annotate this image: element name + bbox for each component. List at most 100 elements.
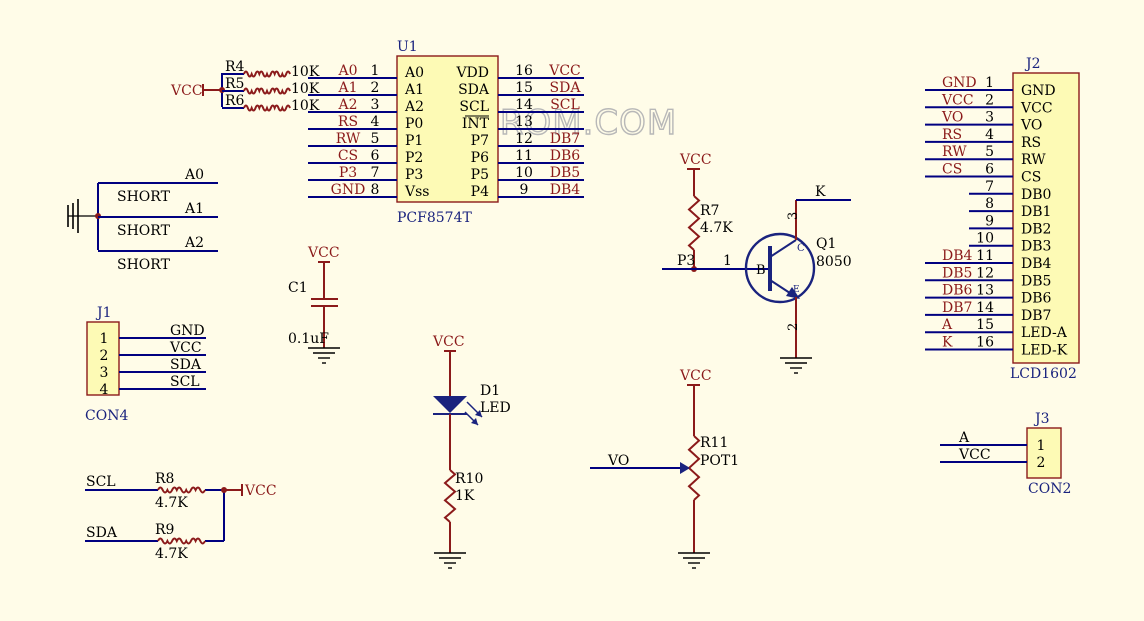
pullup-value: 4.7K bbox=[155, 546, 188, 562]
addr-resistor bbox=[243, 70, 291, 78]
j2-pin-name: LED-K bbox=[1021, 343, 1068, 359]
j2-pin-name: DB6 bbox=[1021, 291, 1052, 307]
c1-vcc-label: VCC bbox=[307, 245, 340, 261]
u1-right-pin-number: 16 bbox=[515, 63, 533, 79]
j2-net: GND bbox=[942, 75, 977, 91]
j3-net: A bbox=[958, 430, 970, 446]
j2-net: DB7 bbox=[942, 300, 972, 316]
j2-pin-number: 8 bbox=[985, 196, 994, 212]
addr-resistor-ref: R4 bbox=[225, 59, 245, 75]
j1-part: CON4 bbox=[85, 408, 128, 424]
j2-body bbox=[1012, 72, 1080, 364]
j2-net: DB6 bbox=[942, 283, 973, 299]
j2-pin-number: 1 bbox=[985, 75, 994, 91]
j2-pin-number: 15 bbox=[976, 317, 994, 333]
q1-transistor-icon bbox=[744, 232, 816, 304]
d1-ref: D1 bbox=[480, 383, 500, 399]
r10-ref: R10 bbox=[455, 471, 483, 487]
j2-part: LCD1602 bbox=[1010, 366, 1077, 382]
pot-net: VO bbox=[607, 453, 629, 469]
j2-net: DB5 bbox=[942, 265, 972, 281]
short-label: SHORT bbox=[117, 189, 171, 205]
j2-pin-name: DB0 bbox=[1021, 187, 1051, 203]
d1-led-branch: VCC D1 LED R10 1K bbox=[432, 334, 511, 569]
u1-left-pin-number: 6 bbox=[371, 148, 380, 164]
u1-left-pin-number: 1 bbox=[371, 63, 380, 79]
u1-left-net: A1 bbox=[337, 80, 357, 96]
u1-right-pin-number: 15 bbox=[515, 80, 533, 96]
j2-pin-number: 14 bbox=[976, 300, 994, 316]
j2-ref: J2 bbox=[1024, 56, 1041, 72]
j3-pin-number: 1 bbox=[1037, 438, 1046, 454]
u1-right-pin-number: 10 bbox=[515, 165, 533, 181]
r10-value: 1K bbox=[455, 488, 475, 504]
j2-pin-number: 7 bbox=[985, 179, 994, 195]
addr-resistor-ref: R5 bbox=[225, 76, 244, 92]
c1-value: 0.1uF bbox=[288, 331, 329, 347]
led-icon bbox=[433, 396, 467, 413]
q1-col-pin: 3 bbox=[786, 212, 801, 220]
q1-input-net: P3 bbox=[677, 253, 695, 269]
u1-right-pin-number: 13 bbox=[515, 114, 533, 130]
u1-right-pin-number: 12 bbox=[515, 131, 533, 147]
u1-left-pin-name: P1 bbox=[405, 133, 423, 149]
j2-pin-number: 12 bbox=[976, 265, 994, 281]
u1-left-pin-number: 7 bbox=[371, 165, 380, 181]
r11-resistor bbox=[687, 435, 701, 501]
pullup-value: 4.7K bbox=[155, 495, 188, 511]
q1-vcc-label: VCC bbox=[679, 152, 712, 168]
j3-ref: J3 bbox=[1033, 411, 1050, 427]
j2-pin-name: DB4 bbox=[1021, 256, 1052, 272]
j1-pin-number: 1 bbox=[100, 331, 109, 347]
u1-right-net: VCC bbox=[548, 63, 581, 79]
j2-net: CS bbox=[942, 162, 962, 178]
j2-pin-name: DB3 bbox=[1021, 239, 1051, 255]
pullup-vcc-label: VCC bbox=[244, 483, 277, 499]
pullup-resistor bbox=[157, 537, 206, 545]
j2-net: DB4 bbox=[942, 248, 973, 264]
j2-net: VO bbox=[941, 110, 963, 126]
j2-net: RS bbox=[942, 127, 962, 143]
u1-left-pin-name: Vss bbox=[404, 184, 429, 200]
u1-right-net: DB6 bbox=[550, 148, 581, 164]
q1-output-net: K bbox=[815, 184, 826, 200]
u1-left-pin-number: 5 bbox=[371, 131, 380, 147]
j2-net: VCC bbox=[941, 92, 974, 108]
c1-ref: C1 bbox=[288, 280, 308, 296]
c1-ground bbox=[307, 347, 341, 364]
pullup-ref: R8 bbox=[155, 471, 174, 487]
u1-left-net: GND bbox=[331, 182, 366, 198]
u1-left-pin-name: A0 bbox=[404, 65, 424, 81]
u1-right-pin-name: P4 bbox=[471, 184, 489, 200]
short-label: SHORT bbox=[117, 223, 171, 239]
addr-resistor-value: 10K bbox=[291, 98, 320, 114]
j1-net: VCC bbox=[169, 340, 202, 356]
j2-pin-number: 10 bbox=[976, 231, 994, 247]
j1-net: SDA bbox=[170, 357, 202, 373]
j3-body bbox=[1026, 427, 1062, 479]
u1-right-net: DB5 bbox=[550, 165, 580, 181]
u1-right-pin-number: 14 bbox=[515, 97, 533, 113]
j1-pin-number: 3 bbox=[100, 365, 109, 381]
u1-left-pin-number: 2 bbox=[371, 80, 380, 96]
u1-left-pin-name: P0 bbox=[405, 116, 423, 132]
pullup-net: SCL bbox=[86, 474, 116, 490]
u1-left-pin-name: P3 bbox=[405, 167, 423, 183]
j3-pin-number: 2 bbox=[1037, 455, 1046, 471]
u1-left-net: RS bbox=[338, 114, 358, 130]
q1-b-label: B bbox=[756, 263, 766, 278]
u1-right-pin-name: VDD bbox=[455, 65, 489, 81]
u1-right-pin-name: P7 bbox=[471, 133, 489, 149]
pullup-resistor bbox=[157, 486, 206, 494]
j1-pin-number: 2 bbox=[100, 348, 109, 364]
u1-left-net: CS bbox=[338, 148, 358, 164]
j2-net: K bbox=[942, 335, 953, 351]
j1-ref: J1 bbox=[95, 305, 112, 321]
q1-part: 8050 bbox=[816, 254, 852, 270]
short-label: SHORT bbox=[117, 257, 171, 273]
r7-value: 4.7K bbox=[700, 220, 733, 236]
j2-pin-name: GND bbox=[1021, 83, 1056, 99]
pot-ground bbox=[677, 552, 711, 569]
